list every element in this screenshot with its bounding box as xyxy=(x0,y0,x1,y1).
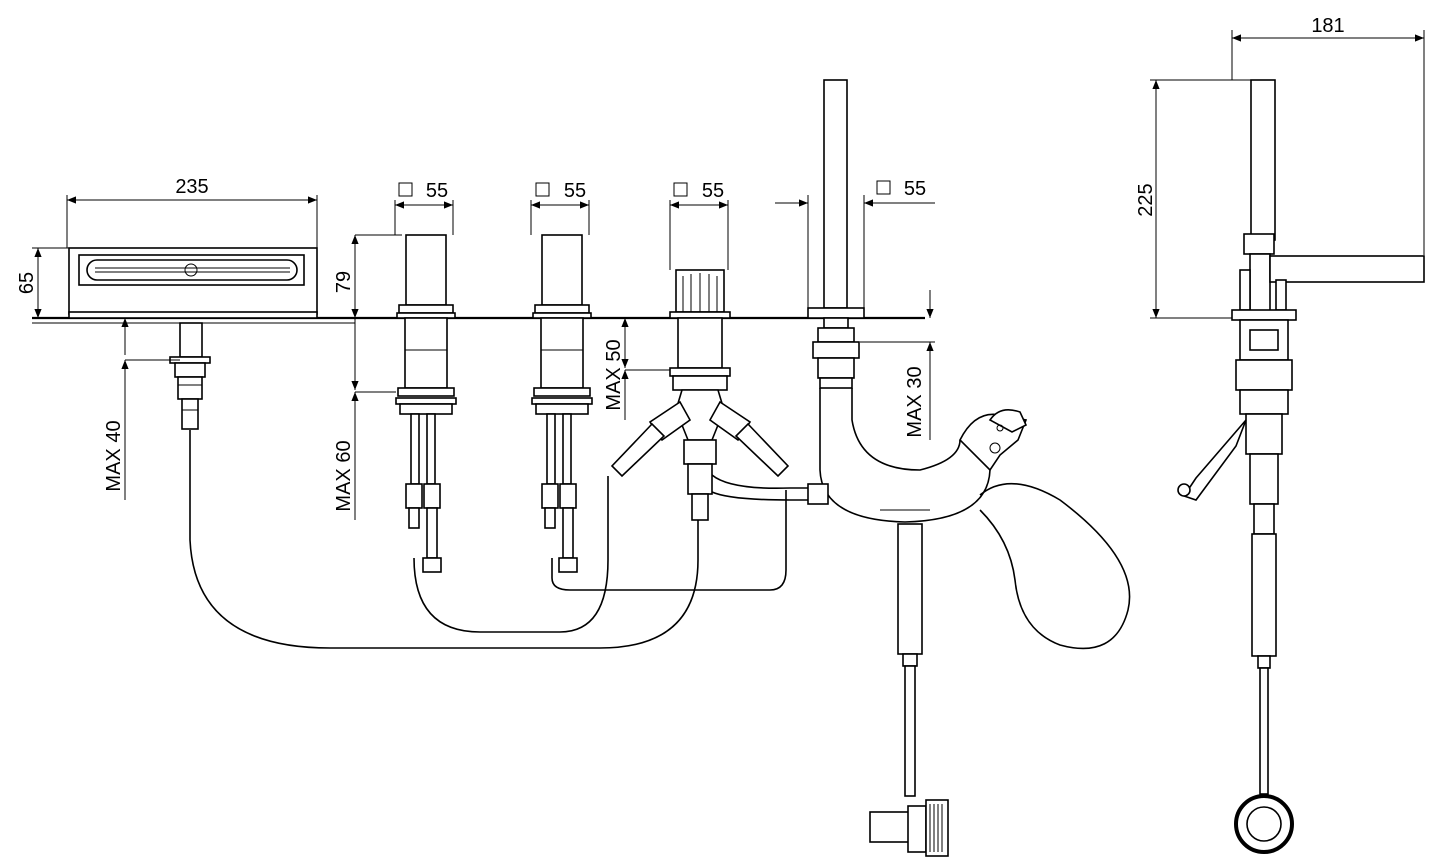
dim-diverter-square: 55 xyxy=(702,180,724,202)
side-view xyxy=(1177,79,1425,854)
dim-max-40: MAX 40 xyxy=(103,420,125,491)
diverter-valve xyxy=(610,269,790,521)
dim-shower-holder-square: 55 xyxy=(904,178,926,200)
dim-spout-height: 65 xyxy=(16,272,38,294)
dim-max-60: MAX 60 xyxy=(333,440,355,511)
dim-side-height: 225 xyxy=(1135,183,1157,216)
valve-handle-1 xyxy=(395,234,457,573)
valve-handle-2 xyxy=(531,234,593,573)
waterfall-spout xyxy=(68,247,318,430)
dimension-labels: 235 65 MAX 40 79 MAX 60 MAX 50 MAX 30 55… xyxy=(16,15,1345,512)
dim-max-50: MAX 50 xyxy=(603,339,625,410)
dim-valve-height: 79 xyxy=(333,271,355,293)
dim-side-depth: 181 xyxy=(1311,15,1344,37)
dimension-lines xyxy=(32,30,1425,520)
dim-handle-1-square: 55 xyxy=(426,180,448,202)
dim-spout-width: 235 xyxy=(175,176,208,198)
dim-max-30: MAX 30 xyxy=(904,366,926,437)
dim-handle-2-square: 55 xyxy=(564,180,586,202)
hose-routing xyxy=(189,430,787,649)
hand-shower-holder xyxy=(711,79,1131,857)
